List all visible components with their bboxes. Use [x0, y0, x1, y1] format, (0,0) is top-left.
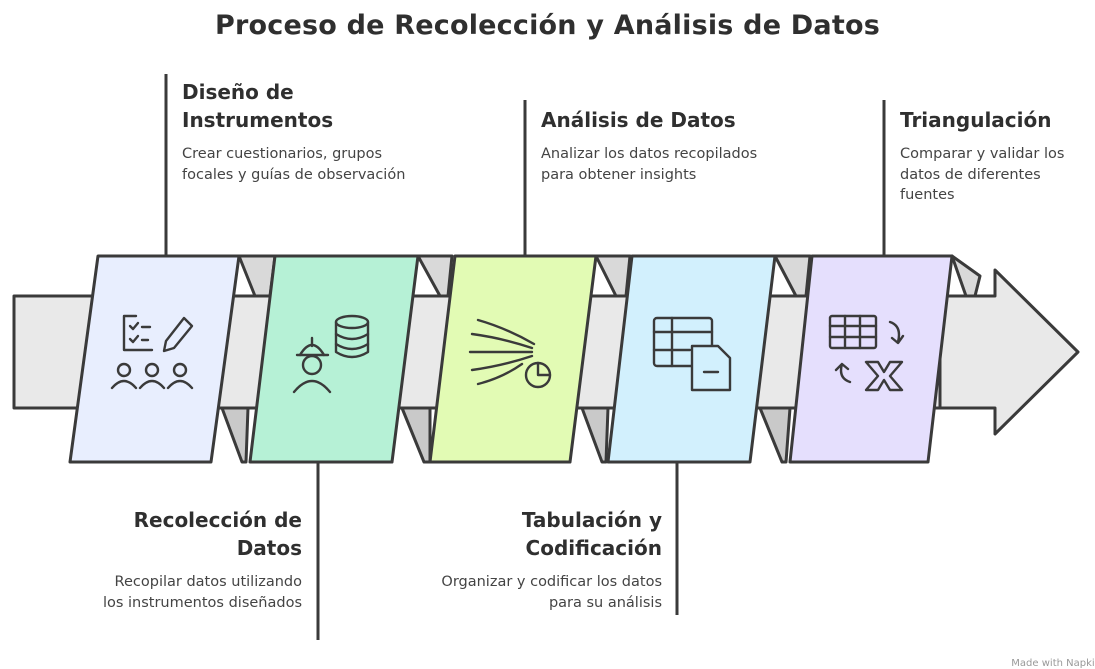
- fold-7: [773, 254, 812, 298]
- step-label-5: Triangulación Comparar y validar los dat…: [900, 106, 1095, 206]
- step-label-4: Tabulación y Codificación Organizar y co…: [430, 506, 662, 613]
- fold-9: [950, 254, 982, 298]
- spreadsheet-exchange-icon: [828, 314, 905, 392]
- step-description-4: Organizar y codificar los datos para su …: [441, 574, 662, 611]
- step-description-1: Crear cuestionarios, grupos focales y gu…: [182, 146, 406, 183]
- step-title-5: Triangulación: [900, 108, 1052, 132]
- data-flow-chart-icon: [468, 318, 552, 389]
- step-panel-3: [428, 254, 598, 464]
- fold-2: [220, 406, 250, 464]
- step-label-2: Recolección de Datos Recopilar datos uti…: [90, 506, 302, 613]
- step-title-1: Diseño de Instrumentos: [182, 80, 334, 132]
- table-document-icon: [652, 316, 732, 392]
- diagram-title: Proceso de Recolección y Análisis de Dat…: [215, 10, 880, 41]
- step-description-2: Recopilar datos utilizando los instrumen…: [102, 574, 302, 611]
- step-panel-1: [68, 254, 241, 464]
- fold-5: [594, 254, 632, 298]
- fold-8: [758, 406, 792, 464]
- fold-3: [416, 254, 454, 298]
- step-description-3: Analizar los datos recopilados para obte…: [541, 146, 758, 183]
- fold-6: [580, 406, 610, 464]
- connector-lines: [164, 74, 886, 640]
- step-description-5: Comparar y validar los datos de diferent…: [900, 146, 1065, 203]
- survey-team-icon: [110, 314, 194, 390]
- step-label-3: Análisis de Datos Analizar los datos rec…: [541, 106, 781, 185]
- worker-database-icon: [292, 314, 370, 394]
- step-title-3: Análisis de Datos: [541, 108, 736, 132]
- step-label-1: Diseño de Instrumentos Crear cuestionari…: [182, 78, 432, 185]
- step-panel-5: [788, 254, 954, 464]
- step-title-4: Tabulación y Codificación: [521, 508, 662, 560]
- step-panel-2: [248, 254, 420, 464]
- watermark: Made with Napkin: [1011, 658, 1095, 669]
- fold-4: [400, 406, 432, 464]
- step-title-2: Recolección de Datos: [133, 508, 302, 560]
